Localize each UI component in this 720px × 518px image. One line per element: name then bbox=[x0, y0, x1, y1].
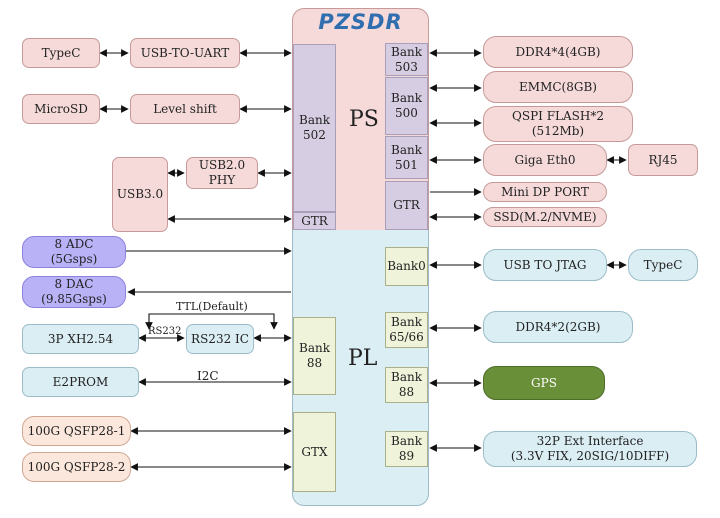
bank-89: Bank 89 bbox=[385, 431, 428, 467]
logo: PZSDR bbox=[318, 10, 403, 34]
level-shift-block: Level shift bbox=[130, 94, 240, 124]
usb-uart-block: USB-TO-UART bbox=[130, 38, 240, 68]
microsd-block: MicroSD bbox=[22, 94, 100, 124]
emmc-block: EMMC(8GB) bbox=[483, 71, 633, 103]
xh254-block: 3P XH2.54 bbox=[22, 324, 139, 354]
rs232-ic-block: RS232 IC bbox=[186, 324, 254, 354]
rs232-label: RS232 bbox=[148, 326, 182, 337]
bank-503: Bank 503 bbox=[385, 43, 428, 76]
usb-jtag-block: USB TO JTAG bbox=[483, 249, 607, 281]
usb3-block: USB3.0 bbox=[112, 157, 168, 232]
usb2-phy-block: USB2.0 PHY bbox=[186, 157, 258, 189]
qsfp28-1-block: 100G QSFP28-1 bbox=[22, 416, 131, 446]
gps-block: GPS bbox=[483, 366, 605, 400]
gtr-right: GTR bbox=[385, 181, 428, 230]
bank-65-66: Bank 65/66 bbox=[385, 312, 428, 348]
qspi-flash-block: QSPI FLASH*2 (512Mb) bbox=[483, 106, 633, 142]
rj45-block: RJ45 bbox=[628, 144, 698, 176]
bank-500: Bank 500 bbox=[385, 77, 428, 135]
minidp-block: Mini DP PORT bbox=[483, 182, 607, 202]
bank-502: Bank 502 bbox=[293, 44, 336, 212]
giga-eth-block: Giga Eth0 bbox=[483, 144, 607, 176]
ps-label: PS bbox=[349, 107, 379, 132]
bank-501: Bank 501 bbox=[385, 136, 428, 179]
pl-label: PL bbox=[348, 346, 378, 371]
bank-88-left: Bank 88 bbox=[293, 317, 336, 395]
i2c-label: I2C bbox=[197, 369, 219, 383]
ddr4-2gb-block: DDR4*2(2GB) bbox=[483, 311, 633, 343]
ssd-block: SSD(M.2/NVME) bbox=[483, 207, 607, 227]
ext-interface-block: 32P Ext Interface (3.3V FIX, 20SIG/10DIF… bbox=[483, 431, 697, 467]
bank-88-right: Bank 88 bbox=[385, 367, 428, 403]
gtx-bank: GTX bbox=[293, 412, 336, 492]
gtr-left: GTR bbox=[293, 212, 336, 230]
adc-block: 8 ADC (5Gsps) bbox=[22, 236, 126, 268]
qsfp28-2-block: 100G QSFP28-2 bbox=[22, 452, 131, 482]
typec2-block: TypeC bbox=[628, 249, 698, 281]
bank-0: Bank0 bbox=[385, 247, 428, 286]
link-ttl-bypass bbox=[145, 313, 278, 330]
typec-block: TypeC bbox=[22, 38, 100, 68]
ttl-label: TTL(Default) bbox=[176, 300, 248, 313]
ddr4-4gb-block: DDR4*4(4GB) bbox=[483, 36, 633, 68]
dac-block: 8 DAC (9.85Gsps) bbox=[22, 276, 126, 308]
e2prom-block: E2PROM bbox=[22, 367, 139, 397]
